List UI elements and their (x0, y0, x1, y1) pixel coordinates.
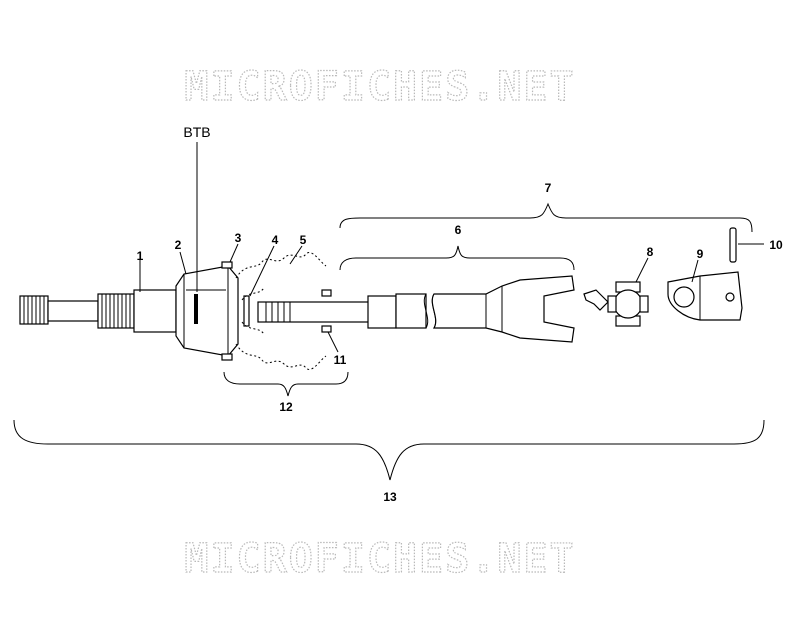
pin-part-10[interactable] (729, 227, 737, 263)
boot-part-5[interactable] (235, 252, 327, 370)
inner-shaft[interactable] (257, 293, 437, 329)
bracket-12 (223, 371, 349, 397)
bracket-13 (13, 419, 765, 481)
callout-2[interactable]: 2 (175, 238, 182, 252)
bracket-7 (339, 202, 753, 233)
axle-shaft-part-1[interactable] (19, 289, 177, 333)
callout-9[interactable]: 9 (697, 247, 704, 261)
universal-joint-cross-part-8[interactable] (583, 281, 649, 327)
callout-11[interactable]: 11 (334, 353, 347, 367)
callout-12[interactable]: 12 (279, 400, 293, 414)
callout-10[interactable]: 10 (769, 238, 783, 252)
bracket-6 (339, 245, 575, 271)
callout-5[interactable]: 5 (300, 233, 307, 247)
callout-6[interactable]: 6 (455, 223, 462, 237)
callout-3[interactable]: 3 (235, 231, 242, 245)
cv-joint-housing-part-2[interactable] (175, 265, 239, 357)
callout-8[interactable]: 8 (647, 245, 654, 259)
yoke-part-6[interactable] (431, 275, 575, 343)
callout-13[interactable]: 13 (383, 490, 397, 504)
watermark-bottom: MICROFICHES.NET (184, 536, 575, 582)
clamp-part-3[interactable] (221, 261, 233, 361)
clamp-part-11[interactable] (321, 289, 332, 333)
leader-lines (139, 142, 764, 353)
label-btb: BTB (183, 124, 210, 140)
yoke-part-9[interactable] (667, 271, 743, 321)
callout-1[interactable]: 1 (137, 249, 144, 263)
snap-ring-part-4[interactable] (243, 295, 250, 327)
watermark-top: MICROFICHES.NET (184, 64, 575, 110)
callout-7[interactable]: 7 (545, 181, 552, 195)
callout-4[interactable]: 4 (272, 233, 279, 247)
